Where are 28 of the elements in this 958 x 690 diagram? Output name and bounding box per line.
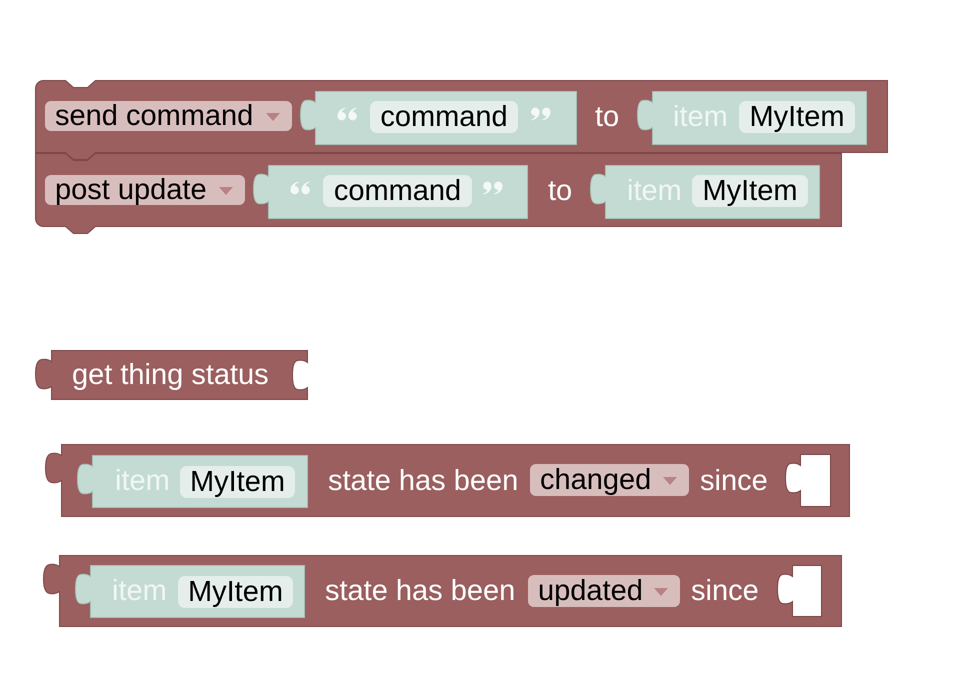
dropdown-menu: changed (530, 464, 689, 496)
dropdown-menu: send command (45, 101, 292, 131)
input-field: command (323, 175, 472, 207)
block-label: state has been (325, 575, 516, 607)
value-block (35, 350, 308, 400)
dropdown-menu: updated (528, 575, 680, 607)
input-field: MyItem (739, 101, 855, 133)
statement-block (35, 80, 888, 161)
block-label: since (700, 465, 768, 497)
block-label: to (548, 175, 572, 207)
text-value-block (300, 91, 577, 145)
dropdown-menu: post update (45, 175, 245, 205)
item-value-block (637, 91, 867, 145)
statement-block (35, 153, 842, 235)
value-block (43, 555, 842, 627)
text-value-block (253, 165, 528, 219)
input-field: MyItem (180, 466, 295, 498)
item-value-block (77, 455, 308, 508)
block-label: since (691, 575, 759, 607)
item-value-block (590, 165, 820, 219)
item-value-block (75, 565, 305, 618)
input-field: MyItem (178, 576, 293, 608)
value-block (45, 444, 850, 517)
input-field: command (370, 101, 518, 133)
input-field: MyItem (692, 175, 808, 207)
block-label: state has been (328, 465, 518, 497)
block-label: to (595, 101, 620, 133)
block-label: get thing status (72, 359, 269, 391)
